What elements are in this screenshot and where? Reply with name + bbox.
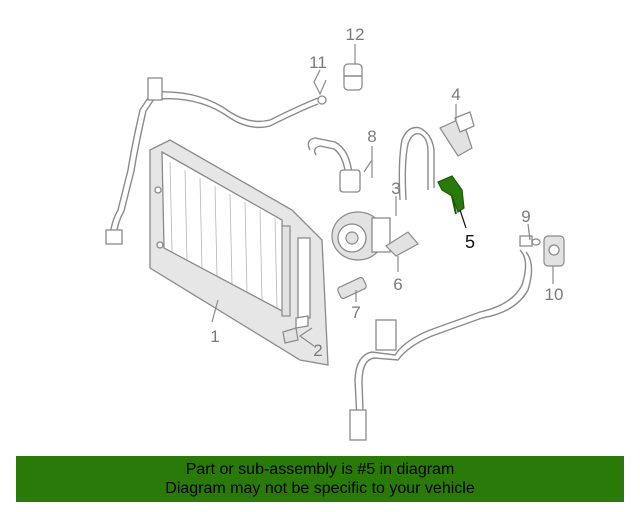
callout-8: 8	[367, 127, 376, 146]
bracket-lower	[282, 327, 299, 344]
part-5-highlighted	[437, 175, 465, 215]
part-6-bracket	[385, 231, 419, 257]
callout-11: 11	[309, 53, 327, 72]
callout-10: 10	[545, 285, 564, 304]
banner-line-1: Part or sub-assembly is #5 in diagram	[185, 461, 455, 478]
part-7-switch	[337, 277, 367, 299]
callout-1: 1	[210, 327, 219, 346]
callout-9: 9	[521, 207, 530, 226]
callout-12: 12	[346, 25, 365, 44]
liquid-line-fitting-top	[375, 319, 397, 351]
callout-2: 2	[313, 341, 322, 360]
callout-7: 7	[351, 303, 360, 322]
hose-fitting-end	[317, 95, 327, 105]
discharge-hose	[105, 77, 327, 245]
suction-hose-loop	[398, 126, 435, 201]
callout-5: 5	[465, 232, 475, 252]
condenser-side-tank	[281, 225, 291, 317]
info-banner: Part or sub-assembly is #5 in diagram Di…	[16, 456, 624, 502]
condenser-fins	[169, 161, 278, 309]
parts-diagram: 1 2 3 4 5 6 7 8 9 10 11 12	[105, 25, 565, 441]
liquid-line	[349, 249, 533, 441]
liquid-line-fitting-bottom	[349, 409, 367, 441]
banner-line-2: Diagram may not be specific to your vehi…	[165, 480, 475, 497]
hose-fitting-bottom	[105, 229, 123, 245]
callout-6: 6	[393, 275, 402, 294]
callout-4: 4	[451, 85, 460, 104]
part-8-hose	[307, 137, 361, 193]
callout-3: 3	[391, 179, 400, 198]
part-12-clamp	[343, 63, 363, 91]
condenser-assembly	[149, 139, 329, 366]
receiver-drier	[297, 237, 311, 319]
part-9-oring	[519, 235, 541, 247]
mounting-bracket-group	[282, 315, 309, 344]
part-10-valve	[543, 235, 565, 267]
leader-lines	[211, 44, 554, 347]
condenser-mount-lower	[156, 241, 164, 249]
condenser-mount-left	[154, 186, 162, 194]
hose-fitting-top	[147, 77, 163, 101]
bracket-upper	[295, 315, 309, 329]
compressor	[331, 211, 391, 261]
part-4-bracket	[439, 111, 475, 157]
